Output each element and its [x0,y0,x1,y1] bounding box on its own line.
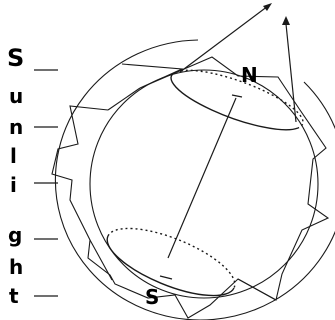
south-pole-cap [107,228,235,295]
south-cap-front [107,236,234,296]
sunlight-letter-g: g [8,223,22,247]
north-pole-label: N [241,63,258,87]
north-cap-back [176,70,303,128]
facet-line-a [108,88,140,110]
globe-outer-outline [55,40,335,320]
axis-tilt-arrowhead [263,3,272,11]
north-upward-arrowhead [282,16,290,25]
globe [52,40,335,320]
sunlight-letter-l: l [10,144,17,168]
sunlight-letter-u: u [9,84,23,108]
sunlight-letter-h: h [9,255,23,279]
north-pole-cap [171,70,303,129]
rotation-axis-line [168,98,236,258]
sunlight-letter-i: i [10,173,17,197]
north-upward-arrow-line [286,24,296,122]
facet-line-c [238,279,276,300]
sunlight-rays [34,70,58,296]
globe-facet-zigzag [52,57,328,318]
arrowheads [263,3,290,25]
north-pole-tick [232,95,242,97]
axis-and-arrows [168,6,296,258]
sunlight-letter-t: t [9,284,19,308]
south-pole-label: S [145,285,159,309]
sunlight-letter-n: n [9,115,23,139]
sunlight-label: S u n l i g h t [7,44,24,308]
sunlight-letter-s: S [7,44,24,72]
south-pole-tick [160,276,172,279]
globe-inner-circle [90,70,318,298]
pole-ticks [160,95,242,279]
